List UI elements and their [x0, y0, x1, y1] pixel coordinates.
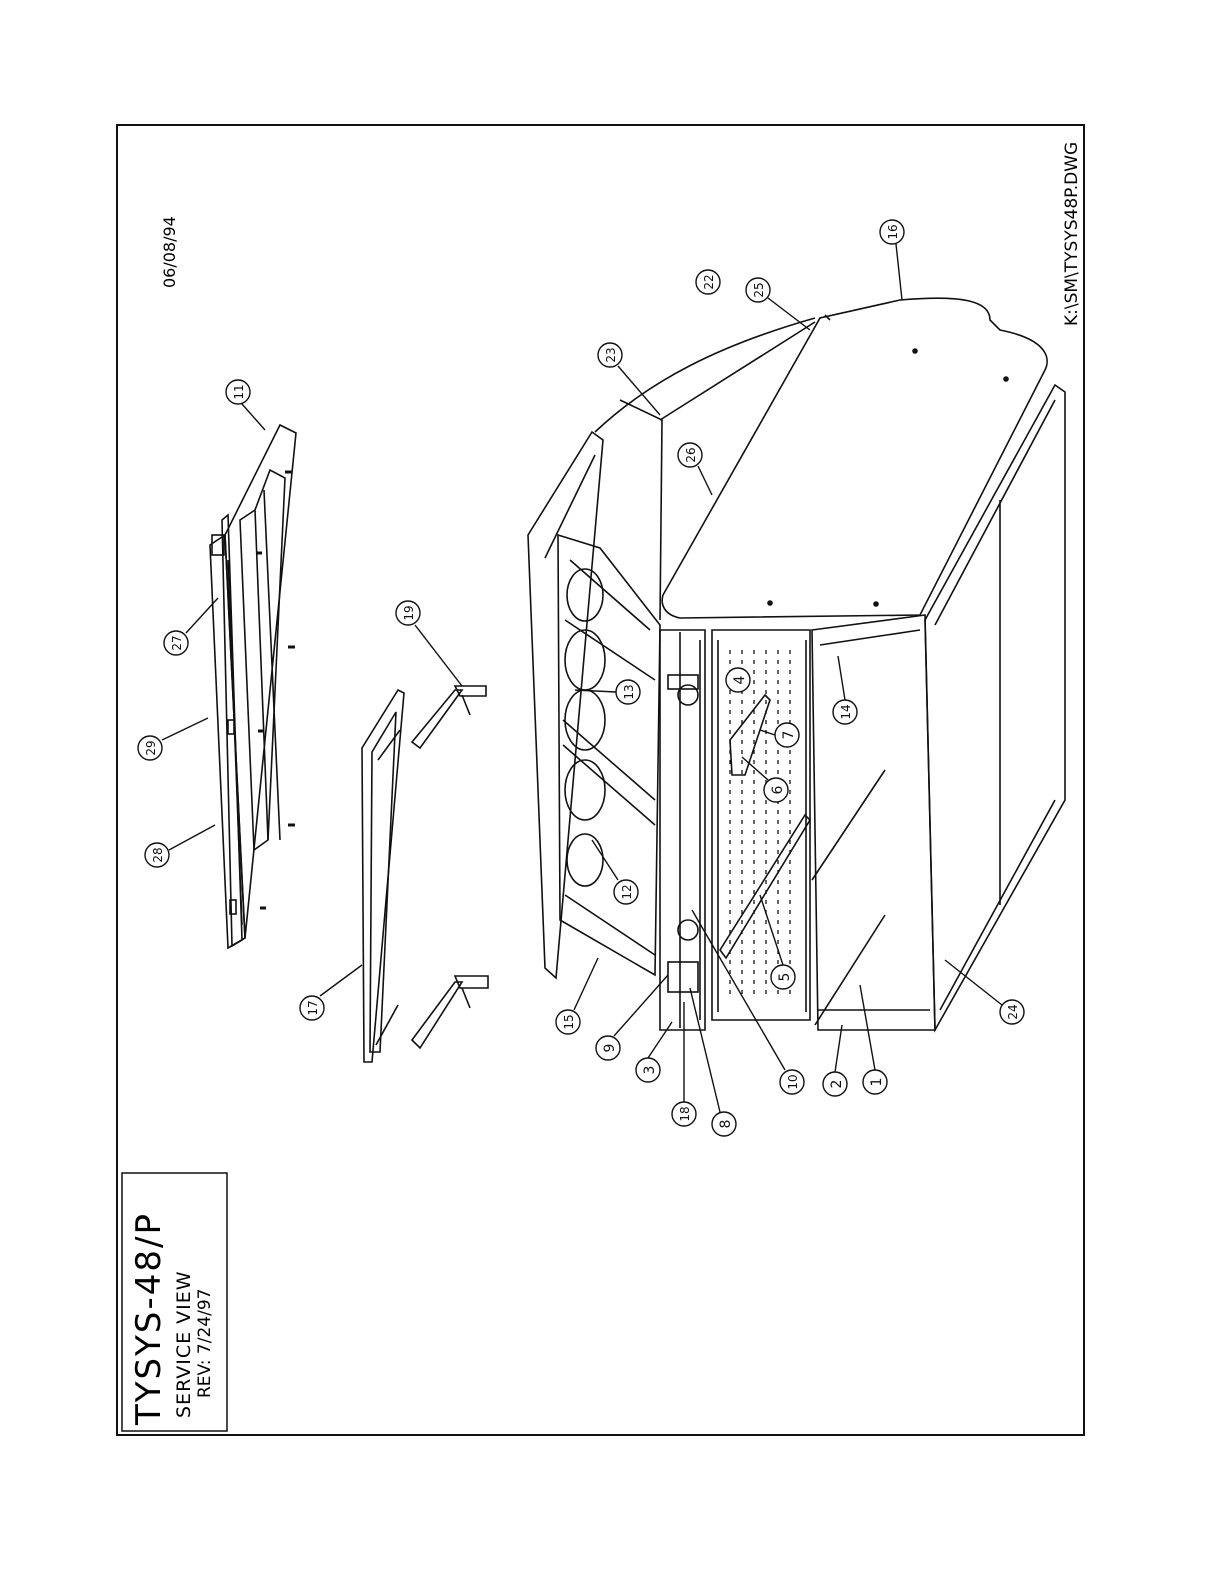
drawing-revision: REV: 7/24/97: [195, 1289, 215, 1398]
svg-text:28: 28: [151, 847, 165, 862]
svg-text:9: 9: [602, 1044, 618, 1053]
callout-14: 14: [833, 656, 857, 724]
callout-26: 26: [678, 443, 712, 495]
svg-text:18: 18: [678, 1106, 692, 1121]
drawing-title: TYSYS-48/P: [129, 1212, 169, 1426]
svg-text:14: 14: [839, 704, 853, 719]
callout-17: 17: [300, 965, 362, 1020]
svg-text:24: 24: [1006, 1004, 1020, 1019]
drawing-subtitle: SERVICE VIEW: [173, 1270, 195, 1418]
svg-text:4: 4: [732, 675, 748, 684]
svg-text:5: 5: [777, 973, 793, 982]
svg-text:26: 26: [684, 447, 698, 462]
cabinet-body: [528, 298, 1065, 1030]
callout-22: 22: [696, 270, 720, 294]
callout-29: 29: [138, 718, 208, 760]
svg-text:29: 29: [144, 740, 158, 755]
callout-6: 6: [742, 757, 788, 802]
drawing-date: 06/08/94: [160, 216, 179, 288]
callout-27: 27: [164, 598, 218, 655]
callout-19: 19: [396, 601, 462, 686]
door-frame: [362, 690, 404, 1062]
callout-3: 3: [636, 1022, 672, 1082]
callout-1: 1: [860, 985, 887, 1094]
svg-text:12: 12: [620, 884, 634, 899]
callout-2: 2: [823, 1025, 847, 1096]
svg-text:22: 22: [702, 274, 716, 289]
svg-text:27: 27: [170, 635, 184, 650]
svg-text:25: 25: [752, 282, 766, 297]
svg-text:23: 23: [604, 347, 618, 362]
callout-18: 18: [672, 1002, 696, 1126]
callout-4: 4: [726, 668, 750, 692]
svg-text:15: 15: [562, 1014, 576, 1029]
title-text-group: TYSYS-48/P: [129, 1212, 169, 1426]
bracket-pair: [412, 686, 488, 1048]
callout-11: 11: [226, 380, 265, 430]
callout-25: 25: [746, 278, 810, 330]
callout-15: 15: [556, 958, 598, 1034]
drawing-file-path: K:\SM\TYSYS48P.DWG: [1062, 142, 1082, 326]
svg-text:16: 16: [886, 224, 900, 239]
svg-text:19: 19: [402, 605, 416, 620]
svg-text:17: 17: [306, 1000, 320, 1015]
svg-text:2: 2: [829, 1080, 845, 1089]
callout-9: 9: [596, 975, 668, 1060]
callout-12: 12: [592, 840, 638, 904]
svg-text:1: 1: [869, 1078, 885, 1087]
lid-assembly: [210, 425, 296, 948]
drawing-border: [117, 125, 1084, 1435]
svg-text:11: 11: [232, 384, 246, 399]
svg-text:10: 10: [786, 1074, 800, 1089]
callout-28: 28: [145, 825, 215, 867]
callout-16: 16: [880, 220, 904, 300]
svg-text:3: 3: [642, 1066, 658, 1075]
svg-text:13: 13: [622, 684, 636, 699]
svg-text:6: 6: [770, 785, 786, 794]
callout-13: 13: [575, 680, 640, 704]
callout-8: 8: [690, 988, 736, 1136]
svg-text:7: 7: [781, 731, 797, 740]
svg-text:8: 8: [718, 1120, 734, 1129]
